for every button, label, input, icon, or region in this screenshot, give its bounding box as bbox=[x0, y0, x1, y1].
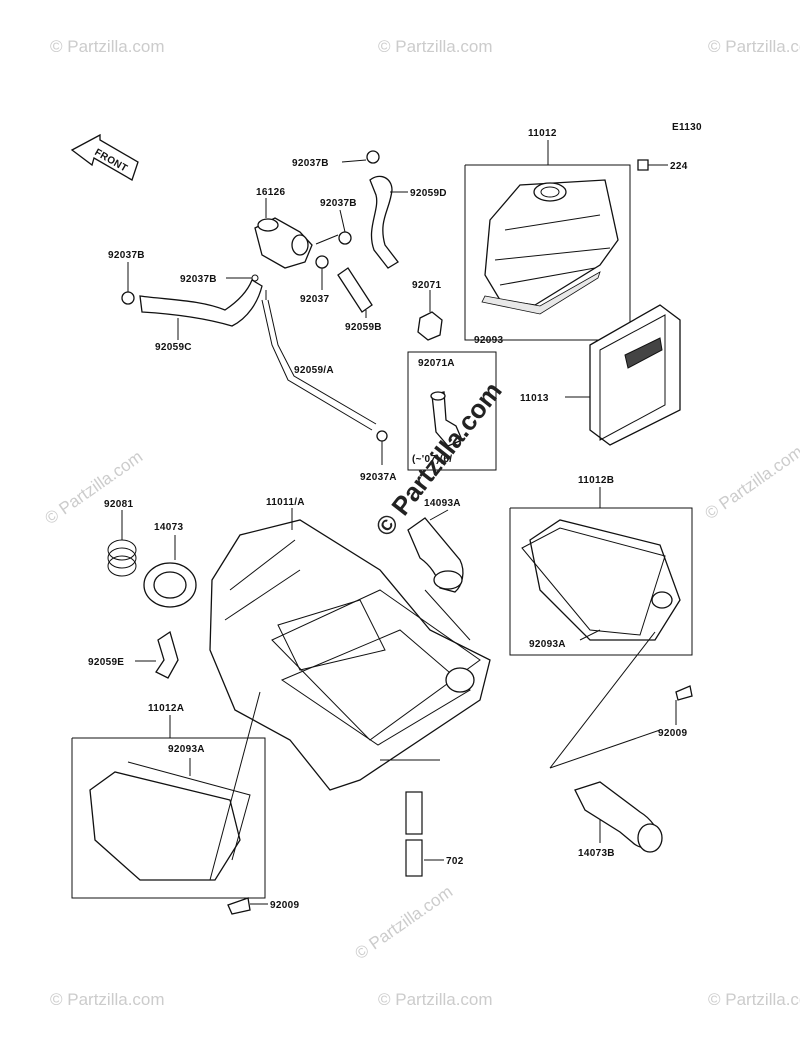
label-92093: 92093 bbox=[474, 335, 503, 346]
housing-icon bbox=[209, 519, 491, 791]
hose-92059C-icon bbox=[139, 279, 263, 327]
label-702: 702 bbox=[446, 856, 464, 867]
label-11011A: 11011/A bbox=[266, 497, 305, 508]
front-arrow-icon bbox=[70, 133, 139, 181]
label-14093A: 14093A bbox=[424, 498, 461, 509]
note-text: (~'07)(6/ bbox=[412, 454, 452, 465]
label-92071: 92071 bbox=[412, 280, 441, 291]
boot-14073 bbox=[143, 535, 197, 608]
label-92037A: 92037A bbox=[360, 472, 397, 483]
label-92009: 92009 bbox=[658, 728, 687, 739]
bolt-icon bbox=[675, 685, 693, 701]
label-92037B: 92037B bbox=[180, 274, 217, 285]
clip-92037B-top bbox=[341, 150, 380, 164]
bolt-icon bbox=[227, 897, 251, 915]
label-92059A: 92059/A bbox=[294, 365, 334, 376]
bolt-icon bbox=[637, 159, 649, 171]
valve-16126 bbox=[254, 198, 313, 269]
label-92009: 92009 bbox=[270, 900, 299, 911]
diagram-code: E1130 bbox=[672, 122, 702, 133]
part-11012A-cover bbox=[71, 715, 266, 899]
watermark-tile: © Partzilla.com bbox=[378, 37, 493, 56]
air-cleaner-housing bbox=[209, 508, 491, 791]
part-11012B-cover bbox=[509, 487, 693, 656]
label-14073: 14073 bbox=[154, 522, 183, 533]
tube-92059B-icon bbox=[337, 267, 373, 313]
tube-702-icon bbox=[405, 839, 423, 877]
label-92071A: 92071A bbox=[418, 358, 455, 369]
label-92081: 92081 bbox=[104, 499, 133, 510]
label-92037: 92037 bbox=[300, 294, 329, 305]
clip-icon bbox=[376, 430, 388, 442]
label-92037B: 92037B bbox=[320, 198, 357, 209]
watermark-tile: © Partzilla.com bbox=[708, 37, 800, 56]
label-92059D: 92059D bbox=[410, 188, 447, 199]
label-11012A: 11012A bbox=[148, 703, 184, 714]
label-92037B: 92037B bbox=[108, 250, 145, 261]
left-cover-icon bbox=[89, 771, 241, 881]
label-92093A: 92093A bbox=[529, 639, 566, 650]
long-tube-icon bbox=[261, 299, 373, 431]
label-224: 224 bbox=[670, 161, 688, 172]
clamp-icon bbox=[338, 231, 352, 245]
label-11013: 11013 bbox=[520, 393, 549, 404]
label-11012: 11012 bbox=[528, 128, 557, 139]
watermark-tile: © Partzilla.com bbox=[708, 990, 800, 1009]
label-14073B: 14073B bbox=[578, 848, 615, 859]
clamp-icon bbox=[315, 255, 329, 269]
label-92059B: 92059B bbox=[345, 322, 382, 333]
part-11013-element bbox=[565, 304, 681, 446]
watermark-tile: © Partzilla.com bbox=[41, 447, 146, 528]
elbow-92059E-icon bbox=[155, 630, 179, 679]
front-arrow: FRONT bbox=[70, 133, 139, 181]
part-labels: 11012 224 92037B 92059D 16126 92037B 920… bbox=[88, 128, 688, 911]
watermark-tile: © Partzilla.com bbox=[378, 990, 493, 1009]
hose-92059D-icon bbox=[369, 175, 399, 269]
label-92093A: 92093A bbox=[168, 744, 205, 755]
watermark-tile: © Partzilla.com bbox=[50, 37, 165, 56]
label-11012B: 11012B bbox=[578, 475, 614, 486]
spring-92081 bbox=[107, 510, 137, 577]
watermark-tile: © Partzilla.com bbox=[701, 442, 800, 523]
watermark-tile: © Partzilla.com bbox=[351, 882, 456, 963]
part-11012-cover bbox=[464, 140, 668, 341]
label-92059C: 92059C bbox=[155, 342, 192, 353]
part-92071A-box bbox=[407, 351, 497, 471]
cap-92071-icon bbox=[417, 311, 443, 341]
label-16126: 16126 bbox=[256, 187, 285, 198]
clip-icon bbox=[121, 291, 135, 305]
label-92037B: 92037B bbox=[292, 158, 329, 169]
tube-702-icon bbox=[405, 791, 423, 835]
watermark-tile: © Partzilla.com bbox=[50, 990, 165, 1009]
filter-element-icon bbox=[589, 304, 681, 446]
label-92059E: 92059E bbox=[88, 657, 124, 668]
